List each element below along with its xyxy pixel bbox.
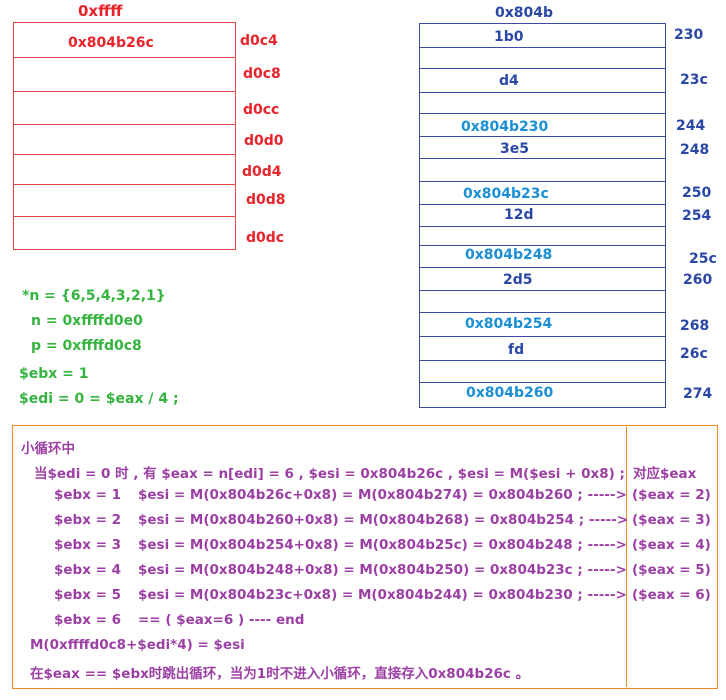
ebx-text: $ebx = 1 [19, 366, 89, 382]
left-cell-divider [13, 57, 235, 58]
loop-panel-frame [12, 425, 718, 689]
right-cell-divider [419, 360, 665, 361]
loop-end-expr: == ( $eax=6 ) ---- end [138, 612, 305, 628]
loop-row-eax: ($eax = 4) [632, 537, 711, 553]
loop-row-expr: $esi = M(0x804b23c+0x8) = M(0x804b244) =… [138, 587, 627, 603]
right-address-label: 230 [674, 27, 704, 43]
right-cell-divider [419, 226, 665, 227]
loop-row-ebx: $ebx = 2 [54, 512, 122, 528]
loop-row-eax: ($eax = 2) [632, 487, 711, 503]
right-address-label: 23c [680, 72, 708, 88]
right-address-label: 244 [676, 118, 706, 134]
left-cell-divider [13, 124, 235, 125]
right-cell-value: 1b0 [494, 29, 524, 45]
left-address-label: d0cc [243, 102, 280, 118]
loop-note: 在$eax == $ebx时跳出循环，当为1时不进入小循环，直接存入0x804b… [30, 666, 530, 682]
loop-row-ebx: $ebx = 3 [54, 537, 122, 553]
left-cell-divider [13, 216, 235, 217]
right-address-label: 254 [682, 208, 712, 224]
left-cell-divider [13, 184, 235, 185]
n-address-text: n = 0xffffd0e0 [31, 313, 143, 329]
left-address-label: d0d0 [244, 133, 284, 149]
left-cell-divider [13, 91, 235, 92]
loop-row-expr: $esi = M(0x804b248+0x8) = M(0x804b250) =… [138, 562, 627, 578]
loop-row-eax: ($eax = 6) [632, 587, 711, 603]
right-cell-divider [419, 336, 665, 337]
left-address-label: d0d8 [246, 192, 286, 208]
loop-panel-divider [626, 425, 627, 687]
right-address-label: 25c [689, 251, 717, 267]
right-address-label: 260 [683, 272, 713, 288]
left-address-label: d0d4 [242, 164, 282, 180]
right-cell-value: 0x804b23c [463, 186, 549, 202]
right-cell-divider [419, 136, 665, 137]
left-address-label: d0c4 [240, 33, 278, 49]
n-array-text: *n = {6,5,4,3,2,1} [22, 288, 166, 304]
right-cell-divider [419, 47, 665, 48]
loop-row-eax: ($eax = 3) [632, 512, 711, 528]
right-cell-divider [419, 92, 665, 93]
right-stack-frame [419, 23, 666, 408]
right-cell-value: 3e5 [500, 141, 529, 157]
right-cell-value: fd [508, 342, 525, 358]
loop-row-ebx: $ebx = 5 [54, 587, 122, 603]
right-cell-value: 12d [504, 207, 534, 223]
store-statement: M(0xffffd0c8+$edi*4) = $esi [30, 637, 245, 653]
loop-intro: 当$edi = 0 时 , 有 $eax = n[edi] = 6 , $esi… [34, 466, 625, 482]
right-cell-divider [419, 204, 665, 205]
right-address-label: 250 [682, 185, 712, 201]
right-cell-divider [419, 68, 665, 69]
right-cell-value: 0x804b260 [466, 385, 554, 401]
right-cell-value: 2d5 [503, 272, 533, 288]
right-cell-value: d4 [499, 73, 519, 89]
right-address-label: 274 [683, 386, 713, 402]
p-address-text: p = 0xffffd0c8 [31, 338, 142, 354]
right-cell-divider [419, 245, 665, 246]
right-cell-divider [419, 113, 665, 114]
right-cell-value: 0x804b254 [465, 316, 553, 332]
left-cell-divider [13, 154, 235, 155]
left-stack-frame [13, 22, 236, 250]
left-cell-value: 0x804b26c [68, 35, 154, 51]
right-address-label: 248 [680, 142, 710, 158]
left-address-label: d0dc [246, 230, 285, 246]
loop-row-expr: $esi = M(0x804b26c+0x8) = M(0x804b274) =… [138, 487, 627, 503]
right-cell-divider [419, 290, 665, 291]
left-address-label: d0c8 [243, 66, 281, 82]
right-stack-top-label: 0x804b [495, 5, 554, 21]
loop-row-eax: ($eax = 5) [632, 562, 711, 578]
right-address-label: 26c [680, 346, 708, 362]
loop-row-ebx: $ebx = 4 [54, 562, 122, 578]
right-cell-value: 0x804b230 [461, 119, 549, 135]
right-cell-divider [419, 267, 665, 268]
right-cell-value: 0x804b248 [465, 247, 553, 263]
right-cell-divider [419, 158, 665, 159]
loop-row-expr: $esi = M(0x804b254+0x8) = M(0x804b25c) =… [138, 537, 627, 553]
right-cell-divider [419, 312, 665, 313]
eax-column-header: 对应$eax [633, 466, 697, 482]
edi-text: $edi = 0 = $eax / 4 ; [19, 391, 179, 407]
right-cell-divider [419, 382, 665, 383]
right-address-label: 268 [680, 318, 710, 334]
left-stack-top-label: 0xffff [78, 2, 123, 20]
loop-title: 小循环中 [21, 441, 75, 457]
loop-row-ebx: $ebx = 1 [54, 487, 122, 503]
loop-end-ebx: $ebx = 6 [54, 612, 122, 628]
loop-row-expr: $esi = M(0x804b260+0x8) = M(0x804b268) =… [138, 512, 629, 528]
right-cell-divider [419, 181, 665, 182]
